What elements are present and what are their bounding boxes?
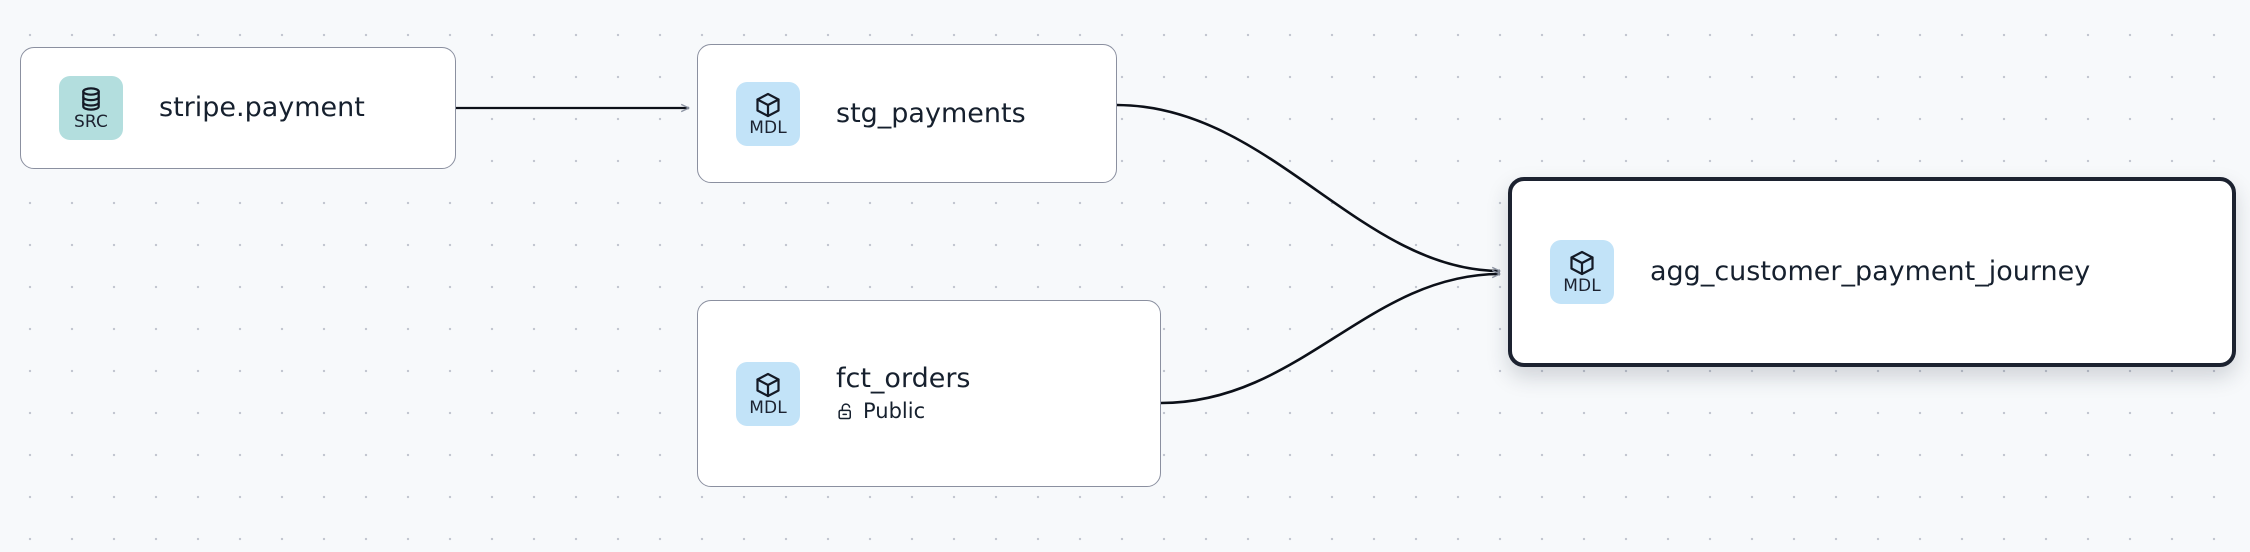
node-body: stripe.payment [159,93,365,123]
node-title: stg_payments [836,97,1026,129]
cube-icon [1568,249,1596,277]
edge-fct-to-agg [1160,274,1500,405]
badge-label: MDL [1563,276,1601,296]
node-type-badge-mdl: MDL [736,81,800,146]
database-icon [77,85,105,113]
node-title: stripe.payment [159,92,365,123]
node-type-badge-src: SRC [59,76,123,140]
unlock-icon [836,402,855,421]
edge-stg-to-agg [1116,103,1500,271]
node-body: stg_payments [836,97,1026,129]
node-visibility-label: Public [863,399,926,423]
node-type-badge-mdl: MDL [736,361,800,426]
cube-icon [754,91,782,119]
lineage-node-stripe-payment[interactable]: SRC stripe.payment [20,47,456,169]
badge-label: MDL [749,117,787,138]
cube-icon [754,371,782,399]
node-visibility: Public [836,400,971,423]
lineage-node-fct-orders[interactable]: MDL fct_orders Public [697,300,1161,487]
node-body: agg_customer_payment_journey [1650,257,2090,287]
lineage-node-stg-payments[interactable]: MDL stg_payments [697,44,1117,183]
node-title: fct_orders [836,363,971,394]
node-title: agg_customer_payment_journey [1650,256,2091,287]
lineage-node-agg-customer-payment-journey[interactable]: MDL agg_customer_payment_journey [1508,177,2236,367]
badge-label: SRC [74,112,108,132]
node-body: fct_orders Public [836,364,971,423]
badge-label: MDL [749,397,787,418]
node-type-badge-mdl: MDL [1550,240,1614,304]
